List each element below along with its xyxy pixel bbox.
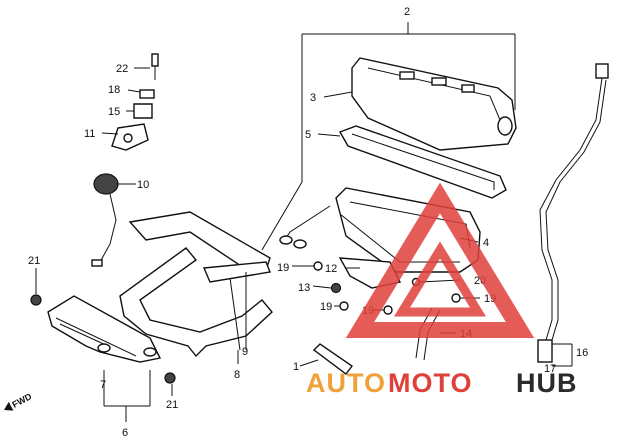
callout-11: 11 (84, 128, 95, 140)
bolts (30, 268, 176, 396)
callout-8: 8 (234, 369, 240, 381)
watermark-logo-icon (345, 182, 535, 338)
callout-19-c: 19 (320, 301, 332, 313)
bulb-socket (91, 173, 136, 267)
callout-22: 22 (116, 63, 128, 75)
callout-13: 13 (298, 282, 310, 294)
callout-19-a: 19 (277, 262, 289, 274)
callout-5: 5 (305, 129, 311, 141)
callout-15: 15 (108, 106, 120, 118)
callout-4: 4 (483, 237, 489, 249)
callout-labels: 2 3 5 4 22 18 15 11 10 21 12 19 13 20 19… (28, 6, 588, 439)
rubber-cushion (299, 343, 353, 375)
watermark-text: AUTO MOTO HUB (306, 368, 578, 398)
callout-1: 1 (293, 361, 299, 373)
callout-2: 2 (404, 6, 410, 18)
assembly-bracket-lines (261, 22, 516, 251)
meter-bracket (119, 211, 273, 364)
callout-12: 12 (325, 263, 337, 275)
forward-arrow-icon: FWD (4, 391, 34, 411)
callout-16: 16 (576, 347, 588, 359)
callout-9: 9 (242, 346, 248, 358)
callout-7: 7 (100, 379, 106, 391)
callout-21-left: 21 (28, 255, 40, 267)
callout-6: 6 (122, 427, 128, 439)
callout-21-bottom: 21 (166, 399, 178, 411)
lower-cover (47, 295, 162, 422)
watermark-auto: AUTO (306, 368, 386, 398)
fastener-stack (101, 53, 159, 151)
callout-18: 18 (108, 84, 120, 96)
callout-3: 3 (310, 92, 316, 104)
watermark-moto: MOTO (388, 368, 473, 398)
callout-17: 17 (544, 363, 556, 375)
meter-cover (323, 57, 517, 151)
watermark-hub: HUB (516, 368, 578, 398)
meter-gasket (317, 125, 507, 199)
callout-10: 10 (137, 179, 149, 191)
svg-text:FWD: FWD (10, 391, 33, 410)
speedometer-cable (537, 63, 609, 367)
